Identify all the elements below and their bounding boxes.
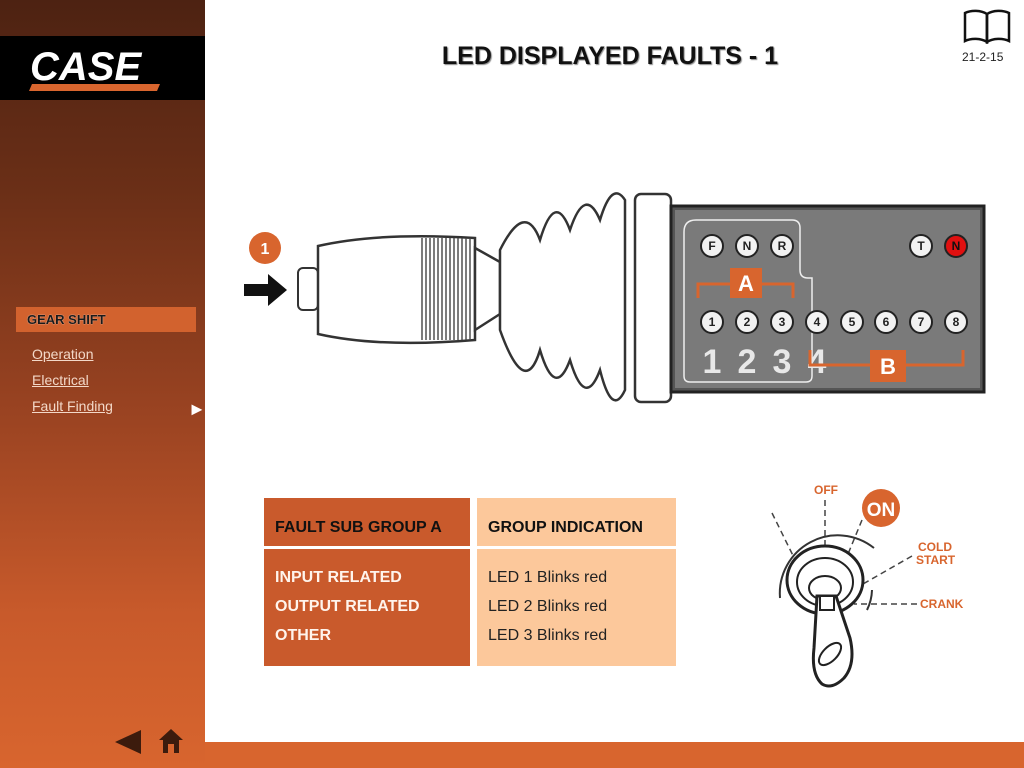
led-8-label: 8 (953, 315, 960, 329)
ignition-start-label: START (916, 553, 956, 567)
nav-link-electrical[interactable]: Electrical (32, 372, 89, 388)
ignition-crank-label: CRANK (920, 597, 964, 611)
home-icon[interactable] (158, 728, 184, 759)
table-row-indication: LED 2 Blinks red (488, 598, 608, 615)
led-6-label: 6 (883, 315, 890, 329)
led-4 (805, 310, 829, 334)
group-b-label: B (880, 354, 896, 379)
nav-link-fault-finding[interactable]: Fault Finding (32, 398, 113, 414)
table-column-indications: LED 1 Blinks red LED 2 Blinks red LED 3 … (477, 549, 676, 666)
led-f-label: F (708, 239, 715, 253)
led-r (770, 234, 794, 258)
ignition-on-badge (862, 489, 900, 527)
led-7 (909, 310, 933, 334)
callout-number: 1 (261, 241, 270, 258)
led-t (909, 234, 933, 258)
led-1-label: 1 (709, 315, 716, 329)
push-arrow-icon (244, 274, 287, 306)
led-2-label: 2 (744, 315, 751, 329)
table-column-fault-groups: INPUT RELATED OUTPUT RELATED OTHER (264, 549, 470, 666)
callout-marker (249, 232, 281, 264)
led-6 (874, 310, 898, 334)
ignition-on-label: ON (867, 500, 896, 521)
section-gear-shift: GEAR SHIFT (16, 307, 196, 332)
table-row-group: INPUT RELATED (275, 569, 402, 586)
led-neutral-label: N (952, 239, 961, 253)
led-3-label: 3 (779, 315, 786, 329)
led-f (700, 234, 724, 258)
group-a-label: A (738, 271, 754, 296)
case-logo: CASE (0, 36, 205, 100)
gear-number-3: 3 (773, 343, 792, 381)
led-n (735, 234, 759, 258)
group-a-box (730, 268, 762, 298)
logo-text: CASE (30, 45, 142, 89)
led-8 (944, 310, 968, 334)
led-r-label: R (778, 239, 787, 253)
led-1 (700, 310, 724, 334)
table-row-indication: LED 3 Blinks red (488, 627, 608, 644)
gear-number-2: 2 (738, 343, 757, 381)
page-number: 21-2-15 (962, 50, 1004, 64)
play-arrow-icon[interactable]: ► (188, 399, 206, 419)
sidebar: CASE GEAR SHIFT Operation Electrical Fau… (0, 0, 206, 768)
led-5-label: 5 (849, 315, 856, 329)
back-arrow-icon[interactable] (114, 729, 142, 760)
led-t-label: T (917, 239, 925, 253)
bottom-bar (205, 742, 1024, 768)
book-icon[interactable] (963, 8, 1011, 49)
led-neutral-red (944, 234, 968, 258)
nav-link-operation[interactable]: Operation (32, 346, 94, 362)
led-4-label: 4 (814, 315, 821, 329)
group-b-box (870, 350, 906, 382)
ignition-switch-illustration: OFF ON COLD START CRANK (762, 478, 972, 698)
fault-table: FAULT SUB GROUP A GROUP INDICATION INPUT… (264, 498, 676, 666)
ignition-cold-label: COLD (918, 540, 952, 554)
led-3 (770, 310, 794, 334)
led-7-label: 7 (918, 315, 925, 329)
table-row-indication: LED 1 Blinks red (488, 569, 608, 586)
gear-shift-illustration: 1 (240, 190, 990, 415)
gear-number-1: 1 (703, 343, 722, 381)
gear-number-4: 4 (808, 343, 827, 381)
page-title: LED DISPLAYED FAULTS - 1 (441, 42, 779, 70)
led-5 (840, 310, 864, 334)
led-n-label: N (743, 239, 752, 253)
led-2 (735, 310, 759, 334)
table-row-group: OTHER (275, 627, 331, 644)
table-row-group: OUTPUT RELATED (275, 598, 420, 615)
table-header-group-indication: GROUP INDICATION (477, 498, 676, 546)
ignition-off-label: OFF (814, 483, 838, 497)
table-header-fault-sub-group: FAULT SUB GROUP A (264, 498, 470, 546)
